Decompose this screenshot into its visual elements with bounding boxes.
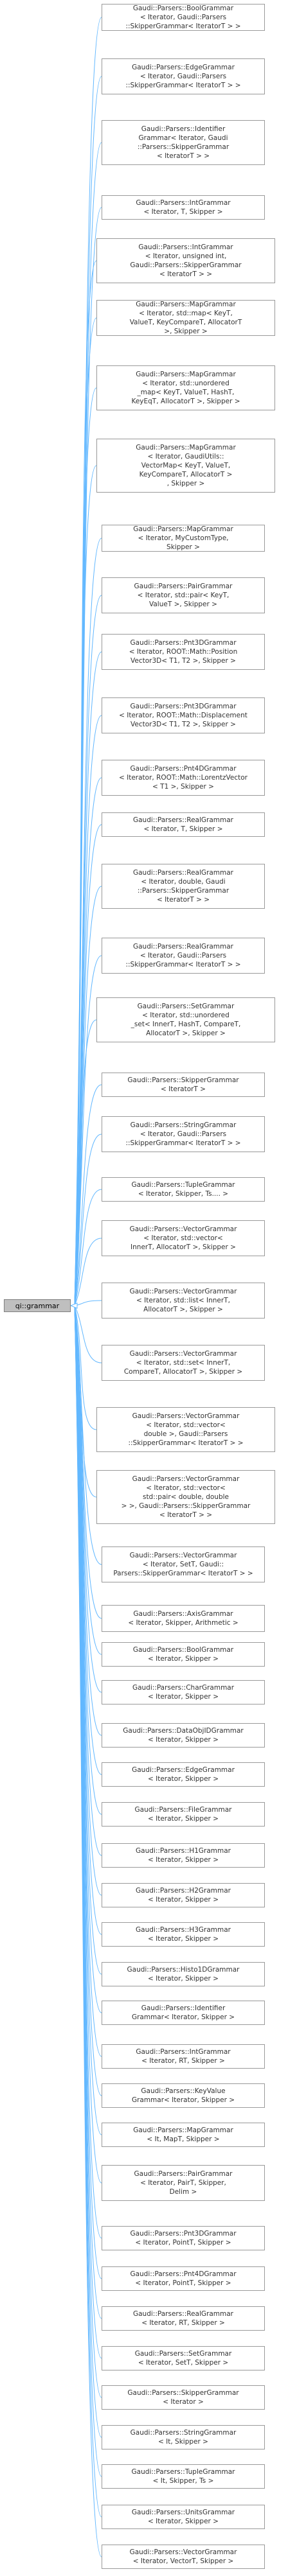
inheritance-edge xyxy=(74,1305,102,2557)
class-node[interactable]: Gaudi::Parsers::BoolGrammar < Iterator, … xyxy=(102,4,265,31)
class-node[interactable]: Gaudi::Parsers::VectorGrammar < Iterator… xyxy=(102,1220,265,1256)
class-node[interactable]: Gaudi::Parsers::SkipperGrammar < Iterato… xyxy=(102,2385,265,2410)
class-node[interactable]: Gaudi::Parsers::IntGrammar < Iterator, R… xyxy=(102,2044,265,2069)
inheritance-edge xyxy=(74,886,102,1306)
inheritance-edge xyxy=(74,1305,97,1498)
class-node[interactable]: Gaudi::Parsers::MapGrammar < It, MapT, S… xyxy=(102,2123,265,2147)
class-node[interactable]: Gaudi::Parsers::SetGrammar < Iterator, S… xyxy=(102,2346,265,2370)
inheritance-edge xyxy=(74,1305,102,1693)
inheritance-edge xyxy=(74,1305,102,1815)
class-node[interactable]: Gaudi::Parsers::MapGrammar < Iterator, s… xyxy=(96,300,275,336)
class-node[interactable]: Gaudi::Parsers::RealGrammar < Iterator, … xyxy=(102,812,265,837)
class-node[interactable]: Gaudi::Parsers::H3Grammar < Iterator, Sk… xyxy=(102,1922,265,1947)
class-node[interactable]: Gaudi::Parsers::StringGrammar < It, Skip… xyxy=(102,2425,265,2449)
class-node[interactable]: Gaudi::Parsers::Pnt4DGrammar < Iterator,… xyxy=(102,760,265,796)
root-class-node[interactable]: qi::grammar xyxy=(4,1299,71,1312)
class-node[interactable]: Gaudi::Parsers::KeyValue Grammar< Iterat… xyxy=(102,2083,265,2108)
class-node[interactable]: Gaudi::Parsers::Pnt4DGrammar < Iterator,… xyxy=(102,2266,265,2291)
class-node[interactable]: Gaudi::Parsers::VectorGrammar < Iterator… xyxy=(102,2545,265,2569)
class-node[interactable]: Gaudi::Parsers::VectorGrammar < Iterator… xyxy=(96,1470,275,1524)
class-node[interactable]: Gaudi::Parsers::Pnt3DGrammar < Iterator,… xyxy=(102,634,265,670)
class-node[interactable]: Gaudi::Parsers::EdgeGrammar < Iterator, … xyxy=(102,1762,265,1787)
inheritance-edge xyxy=(74,1189,102,1306)
class-node[interactable]: Gaudi::Parsers::StringGrammar < Iterator… xyxy=(102,1116,265,1152)
class-node[interactable]: Gaudi::Parsers::H2Grammar < Iterator, Sk… xyxy=(102,1883,265,1907)
class-node[interactable]: Gaudi::Parsers::RealGrammar < Iterator, … xyxy=(102,2306,265,2331)
inheritance-arrowhead xyxy=(69,1302,78,1309)
class-node[interactable]: Gaudi::Parsers::Histo1DGrammar < Iterato… xyxy=(102,1962,265,1986)
inheritance-edge xyxy=(74,1300,102,1306)
class-node[interactable]: Gaudi::Parsers::TupleGrammar < Iterator,… xyxy=(102,1177,265,1202)
class-node[interactable]: Gaudi::Parsers::DataObjIDGrammar < Itera… xyxy=(102,1723,265,1748)
class-node[interactable]: Gaudi::Parsers::MapGrammar < Iterator, M… xyxy=(102,525,265,552)
inheritance-edge xyxy=(74,1305,102,1655)
class-node[interactable]: Gaudi::Parsers::CharGrammar < Iterator, … xyxy=(102,1680,265,1704)
class-node[interactable]: Gaudi::Parsers::PairGrammar < Iterator, … xyxy=(102,2165,265,2201)
class-node[interactable]: Gaudi::Parsers::PairGrammar < Iterator, … xyxy=(102,577,265,613)
class-node[interactable]: Gaudi::Parsers::MapGrammar < Iterator, G… xyxy=(96,439,275,493)
inheritance-edge xyxy=(74,465,97,1306)
inheritance-edge xyxy=(74,1084,102,1306)
class-node[interactable]: Gaudi::Parsers::VectorGrammar < Iterator… xyxy=(96,1407,275,1452)
inheritance-edge xyxy=(74,1305,102,1736)
class-node[interactable]: Gaudi::Parsers::H1Grammar < Iterator, Sk… xyxy=(102,1843,265,1868)
inheritance-edge xyxy=(74,1305,97,1430)
inheritance-edge xyxy=(74,1238,102,1306)
class-node[interactable]: Gaudi::Parsers::FileGrammar < Iterator, … xyxy=(102,1802,265,1827)
inheritance-edge xyxy=(74,1305,102,1619)
class-node[interactable]: Gaudi::Parsers::RealGrammar < Iterator, … xyxy=(102,864,265,909)
class-node[interactable]: Gaudi::Parsers::Pnt3DGrammar < Iterator,… xyxy=(102,2226,265,2250)
inheritance-edge xyxy=(74,1305,102,1775)
class-node[interactable]: Gaudi::Parsers::Pnt3DGrammar < Iterator,… xyxy=(102,697,265,733)
class-node[interactable]: Gaudi::Parsers::SetGrammar < Iterator, s… xyxy=(96,997,275,1042)
class-node[interactable]: Gaudi::Parsers::UnitsGrammar < Iterator,… xyxy=(102,2505,265,2529)
class-node[interactable]: Gaudi::Parsers::VectorGrammar < Iterator… xyxy=(102,1546,265,1582)
inheritance-edge xyxy=(74,1134,102,1306)
class-node[interactable]: Gaudi::Parsers::BoolGrammar < Iterator, … xyxy=(102,1642,265,1667)
class-node[interactable]: Gaudi::Parsers::Identifier Grammar< Iter… xyxy=(102,120,265,165)
class-node[interactable]: Gaudi::Parsers::VectorGrammar < Iterator… xyxy=(102,1283,265,1319)
class-node[interactable]: Gaudi::Parsers::AxisGrammar < Iterator, … xyxy=(102,1605,265,1632)
class-node[interactable]: Gaudi::Parsers::IntGrammar < Iterator, u… xyxy=(96,238,275,283)
class-node[interactable]: Gaudi::Parsers::SkipperGrammar < Iterato… xyxy=(102,1073,265,1097)
inheritance-edge xyxy=(74,1305,102,1363)
class-node[interactable]: Gaudi::Parsers::VectorGrammar < Iterator… xyxy=(102,1345,265,1381)
class-node[interactable]: Gaudi::Parsers::IntGrammar < Iterator, T… xyxy=(102,195,265,220)
class-node[interactable]: Gaudi::Parsers::TupleGrammar < It, Skipp… xyxy=(102,2464,265,2489)
class-node[interactable]: Gaudi::Parsers::RealGrammar < Iterator, … xyxy=(102,938,265,974)
class-node[interactable]: Gaudi::Parsers::MapGrammar < Iterator, s… xyxy=(96,365,275,410)
inheritance-edge xyxy=(74,1019,97,1306)
inheritance-edge xyxy=(74,1305,102,1565)
class-node[interactable]: Gaudi::Parsers::Identifier Grammar< Iter… xyxy=(102,2001,265,2025)
class-node[interactable]: Gaudi::Parsers::EdgeGrammar < Iterator, … xyxy=(102,58,265,94)
